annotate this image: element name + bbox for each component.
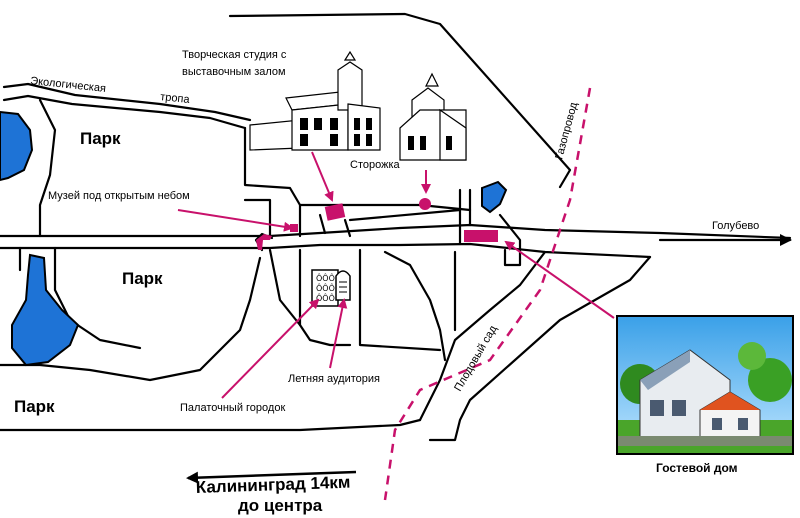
eco-trail-label-1: Экологическая	[30, 75, 107, 95]
studio-label-1: Творческая студия с	[182, 49, 287, 61]
studio-marker	[324, 203, 346, 221]
kaliningrad-label-2: до центра	[238, 496, 323, 515]
svg-text:ÔÔÔ: ÔÔÔ	[316, 292, 335, 303]
road-network	[0, 12, 792, 442]
pointer-lines	[177, 151, 615, 399]
eco-trail-label-2: тропа	[160, 91, 191, 106]
museum-label: Музей под открытым небом	[48, 190, 190, 202]
gas-pipeline-line	[383, 87, 592, 501]
guest-house-label: Гостевой дом	[656, 461, 738, 475]
lake-top-left	[0, 110, 34, 182]
svg-text:ÔÔÔ: ÔÔÔ	[316, 272, 335, 283]
markers	[256, 198, 498, 250]
park-label-2: Парк	[122, 269, 163, 288]
museum-marker	[290, 224, 298, 232]
svg-text:ÔÔÔ: ÔÔÔ	[316, 282, 335, 293]
lake-left	[11, 253, 80, 367]
studio-building-icon	[249, 50, 381, 151]
gatehouse-marker	[419, 198, 431, 210]
pond-right	[481, 180, 508, 214]
gas-pipeline-label: Газопровод	[553, 101, 580, 161]
auditorium-icon	[335, 270, 351, 301]
golubevo-label: Голубево	[712, 220, 759, 232]
gatehouse-label: Сторожка	[350, 159, 401, 171]
tent-camp-label: Палаточный городок	[180, 402, 285, 414]
guest-house-photo	[616, 315, 794, 455]
museum-marker-hook	[256, 234, 272, 250]
summer-auditorium-label: Летняя аудитория	[288, 373, 380, 385]
studio-label-2: выставочным залом	[182, 66, 286, 78]
kaliningrad-arrow	[186, 470, 357, 484]
park-label-3: Парк	[14, 397, 55, 416]
park-label-1: Парк	[80, 129, 121, 148]
lakes	[0, 110, 508, 367]
tent-camp-icon: ÔÔÔ ÔÔÔ ÔÔÔ	[311, 269, 339, 307]
guest-house-marker	[464, 230, 498, 242]
gatehouse-building-icon	[399, 72, 467, 161]
kaliningrad-label-1: Калининград 14км	[195, 473, 350, 497]
